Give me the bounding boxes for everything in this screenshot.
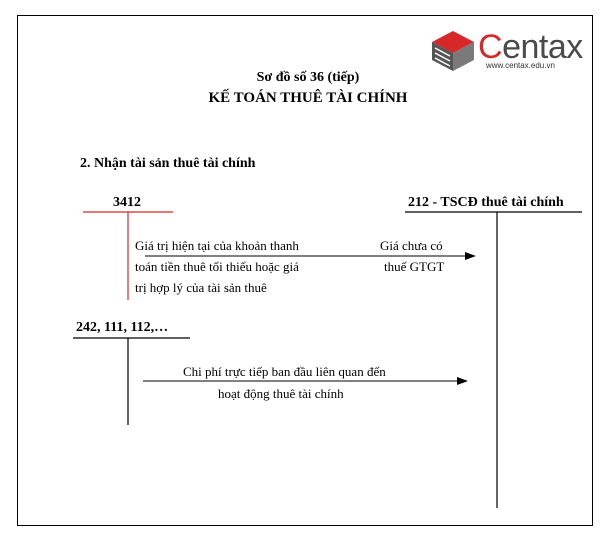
centax-logo-wordmark: Centax [478, 27, 583, 67]
logo-brand-c: C [478, 28, 503, 66]
flow1-side-line-1: Giá chưa có [380, 238, 443, 253]
logo-brand-rest: entax [502, 28, 583, 66]
flow1-arrowhead [465, 252, 476, 260]
centax-logo-icon [432, 31, 474, 71]
flow2-arrowhead [457, 377, 468, 385]
account-242-label: 242, 111, 112,… [76, 320, 169, 335]
flow1-text-line-3: trị hợp lý của tài sản thuê [135, 280, 267, 295]
diagram-title: KẾ TOÁN THUÊ TÀI CHÍNH [208, 90, 408, 106]
flow1-text-line-1: Giá trị hiện tại của khoản thanh [135, 238, 299, 253]
section-heading: 2. Nhận tài sản thuê tài chính [80, 156, 256, 171]
account-212-label: 212 - TSCĐ thuê tài chính [408, 195, 564, 210]
flow2-text-line-1: Chi phí trực tiếp ban đầu liên quan đến [183, 364, 386, 379]
diagram-subtitle: Sơ đồ số 36 (tiếp) [256, 70, 360, 85]
flow2-text-line-2: hoạt động thuê tài chính [218, 386, 344, 401]
logo-url: www.centax.edu.vn [486, 61, 555, 70]
flow1-text-line-2: toán tiền thuê tối thiểu hoặc giá [135, 259, 299, 274]
flow1-side-line-2: thuế GTGT [384, 259, 445, 274]
diagram-frame [17, 15, 593, 526]
centax-logo: Centax www.centax.edu.vn [430, 27, 590, 77]
account-3412-label: 3412 [113, 195, 141, 210]
